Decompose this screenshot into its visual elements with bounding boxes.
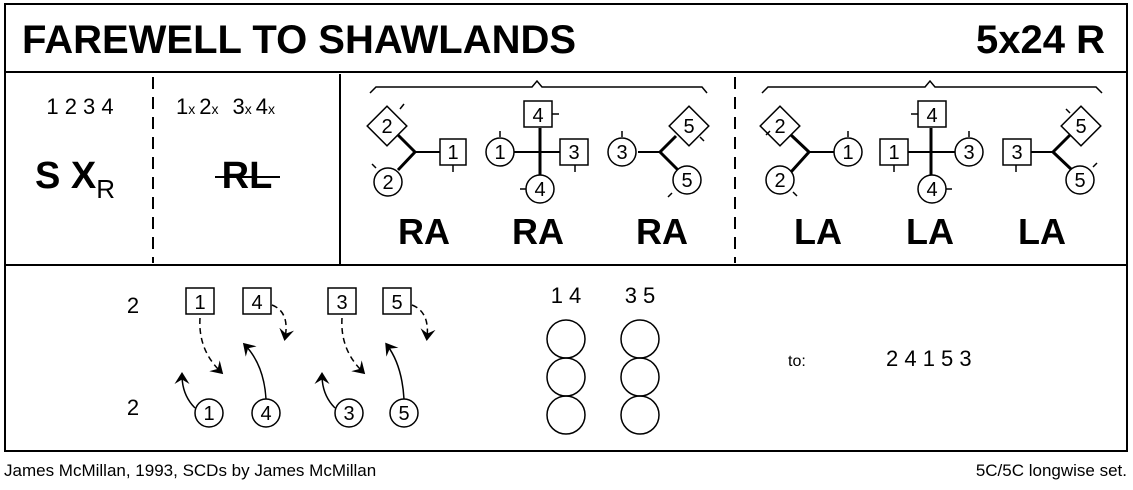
dance-meta: 5x24 R — [976, 18, 1105, 62]
dancer-1-man: 1 — [203, 403, 214, 425]
dance-title: FAREWELL TO SHAWLANDS — [22, 18, 577, 62]
dancer-1: 1 — [494, 142, 505, 164]
dancer-3: 3 — [1011, 142, 1022, 164]
reel-label-14: 1 4 — [551, 283, 582, 308]
footer-credits: James McMillan, 1993, SCDs by James McMi… — [4, 461, 377, 480]
to-label: to: — [788, 353, 806, 370]
dancer-3-man: 3 — [343, 403, 354, 425]
figure-ra: RA — [398, 211, 450, 252]
bar-numbers: 1 2 3 4 — [46, 94, 113, 119]
figure-sx: S XR — [35, 155, 115, 204]
la-group-1 — [759, 105, 863, 197]
dancer-5-man: 5 — [681, 170, 692, 192]
dancer-4-man: 4 — [926, 179, 937, 201]
dancer-5-woman: 5 — [1075, 116, 1086, 138]
footer-set-info: 5C/5C longwise set. — [975, 461, 1127, 480]
dancer-4-woman: 4 — [532, 105, 543, 127]
dancer-4-man: 4 — [260, 403, 271, 425]
figure-ra: RA — [512, 211, 564, 252]
dancer-5-woman: 5 — [683, 116, 694, 138]
dancer-3: 3 — [963, 142, 974, 164]
la-group-2 — [879, 100, 984, 204]
la-group-3 — [1002, 105, 1102, 195]
dancer-3: 3 — [568, 142, 579, 164]
figure-la: LA — [906, 211, 954, 252]
brace — [761, 79, 1103, 94]
dancer-1: 1 — [888, 142, 899, 164]
dancer-2-woman: 2 — [774, 116, 785, 138]
diagram-grid — [4, 73, 1128, 452]
dancer-3: 3 — [616, 142, 627, 164]
final-order: 2 4 1 5 3 — [886, 346, 972, 371]
figure-la: LA — [794, 211, 842, 252]
dancer-1: 1 — [842, 142, 853, 164]
dancer-1-woman: 1 — [194, 292, 205, 314]
dancer-3-woman: 3 — [336, 292, 347, 314]
dancer-1: 1 — [447, 142, 458, 164]
bar-count-top: 2 — [127, 293, 139, 318]
brace — [369, 79, 708, 94]
figure-la: LA — [1018, 211, 1066, 252]
dancer-2-man: 2 — [774, 170, 785, 192]
dancer-5-woman: 5 — [391, 292, 402, 314]
dancer-4-man: 4 — [534, 179, 545, 201]
figure-ra: RA — [636, 211, 688, 252]
reel-of-three-symbols — [546, 319, 660, 435]
dancer-5-man: 5 — [398, 403, 409, 425]
ra-group-2 — [485, 100, 589, 204]
dancer-5-man: 5 — [1074, 170, 1085, 192]
dancer-4-woman: 4 — [926, 105, 937, 127]
dancer-2-man: 2 — [382, 172, 393, 194]
cast-diagram — [174, 287, 436, 428]
title-box — [4, 3, 1128, 73]
dancer-4-woman: 4 — [251, 292, 262, 314]
dancer-2-woman: 2 — [381, 116, 392, 138]
reel-label-35: 3 5 — [625, 283, 656, 308]
bar-count-bottom: 2 — [127, 395, 139, 420]
ra-group-3 — [607, 105, 710, 198]
ra-group-1 — [366, 103, 467, 197]
